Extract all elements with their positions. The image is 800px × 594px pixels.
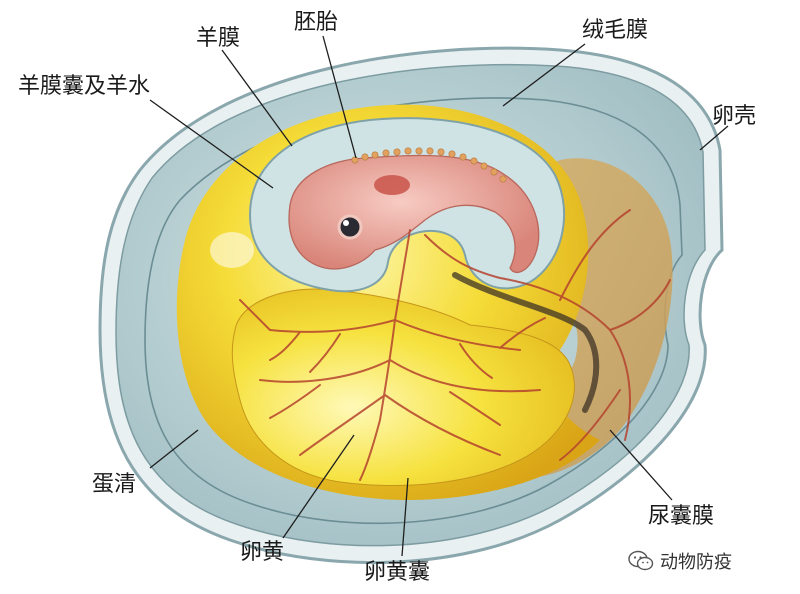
blood-vessels — [239, 209, 671, 481]
label-amnion: 羊膜 — [196, 26, 241, 51]
embryo-body — [288, 154, 540, 273]
watermark-text: 动物防疫 — [660, 552, 732, 573]
chorion-outline — [144, 97, 683, 525]
leader-amnion — [221, 49, 293, 147]
leader-albumen — [149, 429, 199, 469]
embryo-eye-highlight — [343, 220, 349, 226]
embryo-somites — [351, 147, 507, 183]
leader-yolk-sac — [401, 477, 409, 557]
label-embryo: 胚胎 — [294, 10, 339, 35]
label-allantois: 尿囊膜 — [648, 504, 715, 529]
wechat-icon — [628, 550, 654, 571]
label-yolk: 卵黄 — [240, 540, 285, 565]
label-albumen: 蛋清 — [92, 472, 137, 497]
allantois-gap — [452, 272, 600, 413]
embryo-eye — [337, 214, 363, 240]
leader-embryo — [322, 35, 357, 159]
leader-shell — [699, 125, 729, 151]
label-amniotic-sac: 羊膜囊及羊水 — [18, 74, 151, 99]
label-shell: 卵壳 — [712, 104, 757, 129]
leader-amniotic-sac — [149, 99, 274, 189]
watermark: 动物防疫 — [628, 548, 732, 574]
leader-allantois — [609, 429, 673, 501]
leader-yolk — [282, 434, 355, 539]
leader-chorion — [502, 43, 586, 107]
yolk-highlight — [210, 232, 254, 268]
label-yolk-sac: 卵黄囊 — [364, 560, 431, 585]
embryo-heart — [374, 175, 410, 195]
label-chorion: 绒毛膜 — [582, 18, 649, 43]
